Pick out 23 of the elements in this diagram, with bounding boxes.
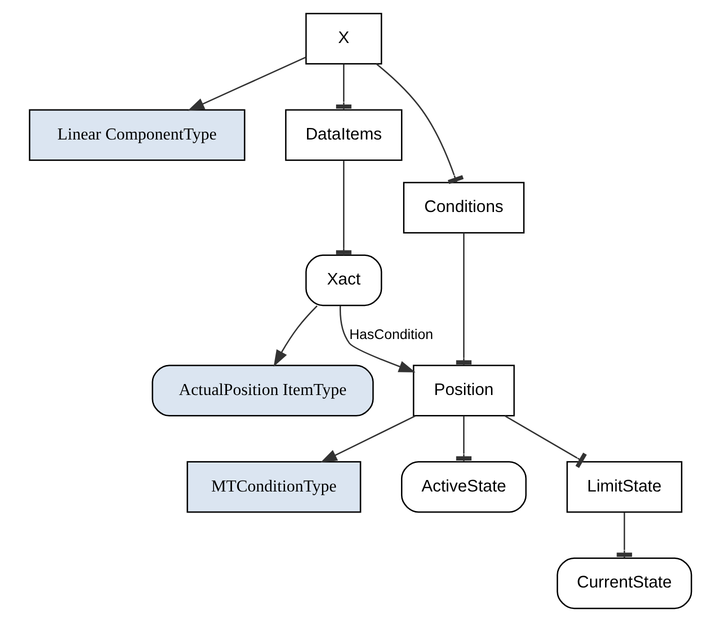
connector (456, 416, 471, 462)
arrow (273, 305, 318, 367)
connector (376, 63, 464, 184)
node-box: Conditions (402, 182, 524, 234)
arrow (187, 56, 306, 111)
connector (616, 512, 632, 558)
arrow (320, 415, 416, 463)
connector (336, 160, 351, 256)
edge-label: HasCondition (348, 326, 433, 342)
node-box: CurrentState (556, 557, 692, 610)
node-box: LimitState (566, 461, 682, 513)
node-box: ActiveState (400, 461, 526, 513)
node-box: DataItems (284, 109, 402, 161)
node-box: Linear ComponentType (28, 109, 245, 161)
node-box: Xact (304, 254, 382, 306)
node-box: Position (412, 364, 514, 416)
connector (336, 64, 351, 110)
node-box: X (304, 12, 382, 65)
connector (504, 415, 586, 468)
node-box: MTConditionType (186, 461, 361, 513)
connector (456, 233, 471, 366)
node-box: ActualPosition ItemType (151, 364, 374, 416)
arrow (339, 306, 415, 372)
